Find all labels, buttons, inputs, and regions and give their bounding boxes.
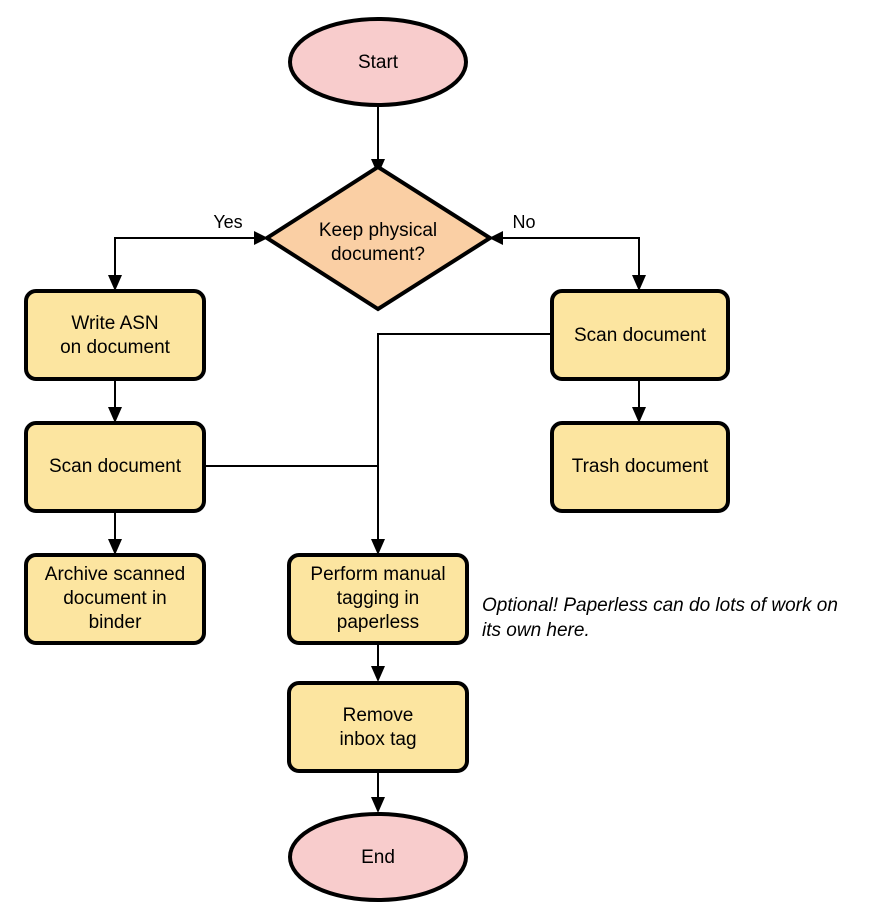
node-end-label: End (361, 847, 395, 868)
node-scan-document-left[interactable]: Scan document (24, 421, 206, 513)
edge-scan-right-to-tagging (371, 333, 552, 555)
node-scan-document-left-label: Scan document (49, 456, 182, 477)
node-tagging-label-line1: Perform manual (310, 564, 445, 585)
edge-remove-inbox-to-end (371, 771, 385, 813)
node-archive-label-line1: Archive scanned (45, 564, 185, 585)
edge-decision-no-to-scan-right (489, 231, 646, 291)
node-remove-inbox-label-line2: inbox tag (339, 729, 416, 750)
edge-label-no: No (512, 212, 535, 232)
edge-scan-right-to-trash (632, 379, 646, 423)
node-tagging-label-line3: paperless (337, 612, 419, 633)
node-trash-document-label: Trash document (572, 456, 709, 477)
edge-write-asn-to-scan-left (108, 379, 122, 423)
annotation-optional-note: Optional! Paperless can do lots of work … (482, 595, 838, 641)
edge-tagging-to-remove-inbox (371, 643, 385, 682)
node-write-asn-on-document[interactable]: Write ASN on document (24, 289, 206, 381)
node-write-asn-label-line1: Write ASN (71, 313, 158, 334)
annotation-note-line1: Optional! Paperless can do lots of work … (482, 595, 838, 616)
edge-start-to-decision (371, 103, 385, 175)
node-archive-scanned-document-in-binder[interactable]: Archive scanned document in binder (24, 553, 206, 645)
node-end[interactable]: End (288, 812, 468, 902)
edge-scan-left-to-archive (108, 511, 122, 555)
annotation-note-line2: its own here. (482, 620, 590, 641)
node-remove-inbox-tag[interactable]: Remove inbox tag (287, 681, 469, 773)
node-write-asn-label-line2: on document (60, 337, 171, 358)
edge-label-yes: Yes (213, 212, 242, 232)
node-decision-keep-physical-document[interactable]: Keep physical document? (263, 164, 494, 312)
node-trash-document[interactable]: Trash document (550, 421, 730, 513)
node-scan-document-right-label: Scan document (574, 325, 707, 346)
node-perform-manual-tagging[interactable]: Perform manual tagging in paperless (287, 553, 469, 645)
node-remove-inbox-label-line1: Remove (343, 705, 414, 726)
node-start-label: Start (358, 52, 399, 73)
edge-decision-yes-to-write-asn (108, 231, 268, 291)
node-archive-label-line2: document in (63, 588, 167, 609)
node-start[interactable]: Start (288, 17, 468, 107)
node-decision-label-line2: document? (331, 244, 425, 265)
node-tagging-label-line2: tagging in (337, 588, 419, 609)
node-scan-document-right[interactable]: Scan document (550, 289, 730, 381)
node-archive-label-line3: binder (89, 612, 142, 633)
node-decision-label-line1: Keep physical (319, 220, 437, 241)
